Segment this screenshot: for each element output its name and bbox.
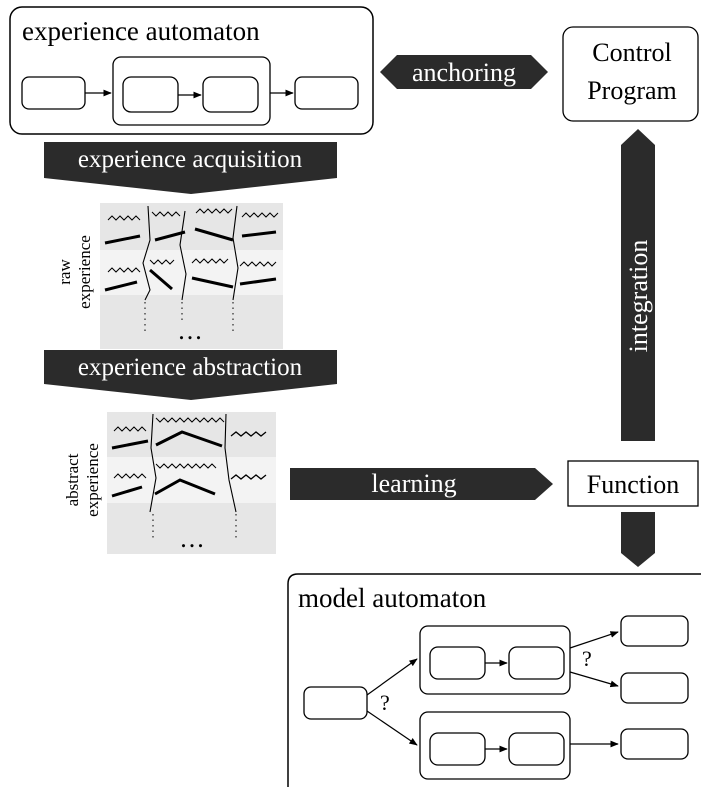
model-automaton-frame <box>287 573 701 787</box>
model-question-2: ? <box>582 646 592 671</box>
learning-arrow-shape <box>290 468 553 500</box>
model-branch-upper <box>366 658 418 696</box>
abstract-experience: abstract experience ... <box>63 412 276 554</box>
model-state-out-1 <box>620 615 689 647</box>
model-branch-lower <box>366 710 418 746</box>
model-state-out-3 <box>620 728 689 760</box>
exp-state-end <box>294 76 359 110</box>
experience-acquisition-label: experience acquisition <box>78 146 303 173</box>
model-automaton-title: model automaton <box>298 583 487 613</box>
control-program: Control Program <box>562 26 699 122</box>
raw-experience: raw experience <box>55 203 283 349</box>
abstract-experience-label: abstract experience <box>63 443 102 517</box>
control-program-line1: Control <box>592 38 671 67</box>
function: Function <box>567 460 699 507</box>
experience-abstraction-shape <box>44 350 337 400</box>
exp-state-start <box>21 76 86 110</box>
abstract-ellipsis: ... <box>180 524 206 553</box>
integration-arrow: integration <box>621 129 655 441</box>
abstract-experience-traces <box>111 413 267 540</box>
raw-label-line1: raw <box>55 259 74 285</box>
function-box <box>567 460 699 507</box>
model-state-start <box>303 686 368 720</box>
model-upper-substate-1 <box>429 646 486 680</box>
experience-automaton-title: experience automaton <box>22 16 260 46</box>
raw-panel-band <box>100 250 283 295</box>
abstract-label-line1: abstract <box>63 453 82 506</box>
anchoring-label: anchoring <box>412 58 516 87</box>
experience-abstraction-arrow: experience abstraction <box>44 350 337 400</box>
anchoring-arrow: anchoring <box>380 55 548 89</box>
model-automaton: model automaton ? ? <box>287 573 701 787</box>
control-program-box <box>562 26 699 122</box>
model-question-1: ? <box>380 690 390 715</box>
exp-substate-2 <box>202 76 259 113</box>
model-state-out-2 <box>620 672 689 704</box>
raw-label-line2: experience <box>75 235 94 309</box>
raw-ellipsis: ... <box>178 316 204 345</box>
raw-experience-label: raw experience <box>55 235 94 309</box>
model-upper-out-1 <box>569 631 619 649</box>
anchoring-arrow-shape <box>380 55 548 89</box>
abstract-panel-band <box>107 457 276 503</box>
control-program-line2: Program <box>587 76 677 105</box>
function-label: Function <box>587 470 679 499</box>
model-upper-out-2 <box>569 671 619 688</box>
exp-substate-1 <box>122 76 179 113</box>
raw-experience-traces <box>104 205 279 335</box>
learning-label: learning <box>371 469 456 498</box>
model-lower-substate-1 <box>429 732 486 766</box>
function-to-model-arrow <box>621 512 655 567</box>
model-lower-substate-2 <box>508 732 565 766</box>
experience-automaton: experience automaton <box>9 6 374 135</box>
integration-label: integration <box>624 240 653 353</box>
experience-abstraction-label: experience abstraction <box>78 354 303 381</box>
experience-acquisition-arrow: experience acquisition <box>44 142 337 194</box>
model-upper-substate-2 <box>508 646 565 680</box>
experience-acquisition-shape <box>44 142 337 194</box>
learning-arrow: learning <box>290 468 553 500</box>
abstract-label-line2: experience <box>83 443 102 517</box>
integration-arrow-shape <box>621 129 655 441</box>
